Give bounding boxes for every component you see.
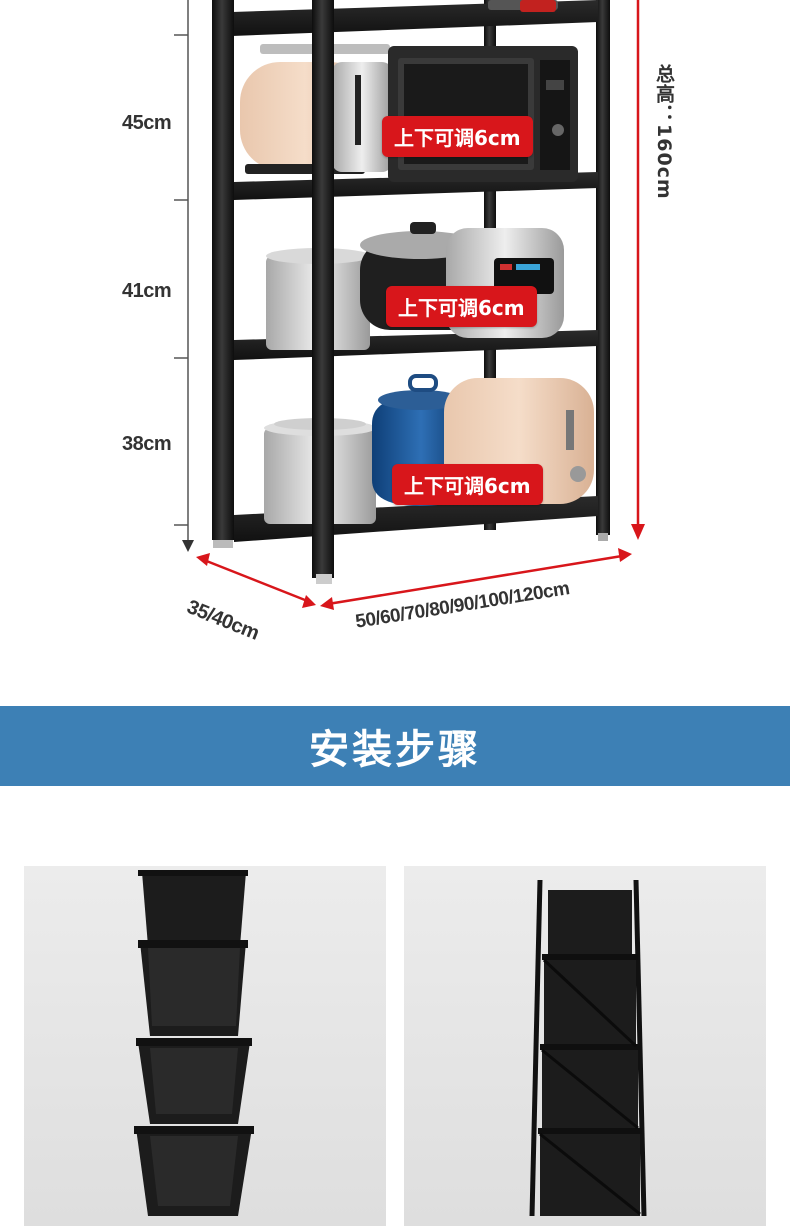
adjust-badge-3: 上下可调6cm <box>392 464 543 505</box>
tier-height-1: 45cm <box>122 112 172 134</box>
total-height-label: 总高：160cm <box>653 64 675 200</box>
step-image-front <box>24 866 386 1226</box>
folded-rack-side-view <box>529 879 647 1217</box>
shelf-drawing <box>174 0 645 610</box>
bottom-dimension-lines <box>196 548 632 610</box>
tier-height-3: 38cm <box>122 433 172 455</box>
total-height-line <box>631 0 645 540</box>
height-dimension-line <box>174 0 194 552</box>
adjust-badge-2: 上下可调6cm <box>386 286 537 327</box>
step-image-side <box>404 866 766 1226</box>
front-posts <box>212 0 608 584</box>
banner-title: 安装步骤 <box>309 727 481 773</box>
shelf-dimension-illustration: 45cm 41cm 38cm 上下可调6cm 上下可调6cm 上下可调6cm 总… <box>122 0 675 645</box>
folded-rack-front-view <box>134 870 254 1216</box>
adjust-badge-1: 上下可调6cm <box>382 116 533 157</box>
installation-steps-banner: 安装步骤 <box>0 706 790 786</box>
tier2-appliances <box>240 44 578 182</box>
tier-height-2: 41cm <box>122 280 172 302</box>
